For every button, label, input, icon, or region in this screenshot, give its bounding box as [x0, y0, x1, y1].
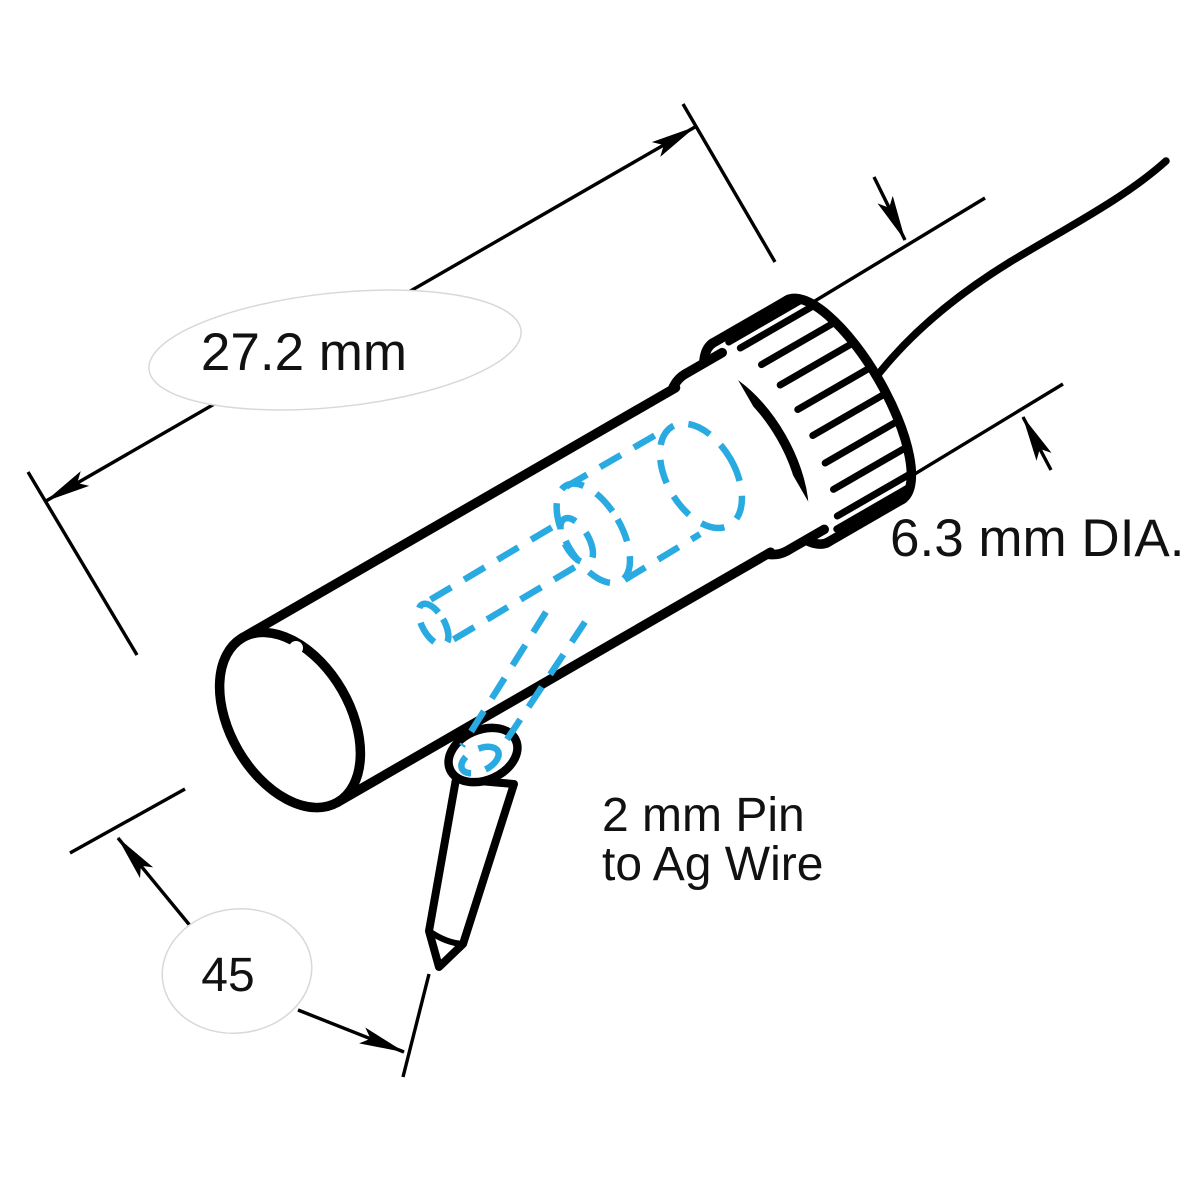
end-face-vent-dot: [289, 641, 303, 655]
dim-diameter-arrow-top: [872, 176, 907, 241]
knurl-ribs: [725, 295, 915, 533]
label-pin-line2: to Ag Wire: [602, 838, 823, 891]
dim-angle-ext-line-pin: [401, 973, 431, 1078]
connector-pin: [425, 775, 518, 971]
bore-branch-left-wall: [459, 610, 549, 748]
label-angle: 45: [201, 949, 254, 1002]
dim-angle-arrow-right: [297, 1008, 405, 1054]
dim-diameter-ext-line-top: [799, 196, 986, 312]
lead-wire: [848, 157, 1170, 416]
dim-length-ext-line-right: [681, 103, 777, 263]
bore-tube-top-wall: [428, 520, 562, 603]
dim-angle-arrow-left: [116, 836, 194, 930]
electrode-holder: [214, 157, 1170, 971]
bore-branch-right-wall: [497, 620, 588, 752]
annotations: 27.2 mm 6.3 mm DIA. 45 2 mm Pin to Ag Wi…: [148, 289, 1185, 1035]
body-end-face: [214, 627, 366, 813]
bore-exit-face: [458, 743, 502, 777]
callout-ellipse-angle: [161, 907, 313, 1035]
bore-cavity-bottom-wall: [623, 531, 702, 583]
dim-length-ext-line-left: [26, 471, 139, 656]
pin-tip-base: [426, 928, 466, 947]
bore-tube-bottom-wall: [451, 562, 579, 643]
hidden-bore: [415, 420, 746, 777]
dim-angle-ext-line-body: [69, 787, 186, 855]
dim-diameter-arrow-bottom: [1021, 416, 1053, 471]
bore-cavity-end-face: [656, 420, 746, 532]
bore-cavity-top-wall: [564, 431, 658, 490]
electrode-body: [214, 382, 776, 813]
body-bottom-edge: [332, 547, 776, 808]
label-pin-line1: 2 mm Pin: [602, 789, 805, 842]
bore-step-inner-face: [557, 514, 597, 567]
body-top-edge: [237, 382, 681, 643]
callout-ellipse-length: [148, 289, 522, 411]
label-length: 27.2 mm: [201, 323, 407, 382]
label-diameter: 6.3 mm DIA.: [890, 509, 1185, 568]
